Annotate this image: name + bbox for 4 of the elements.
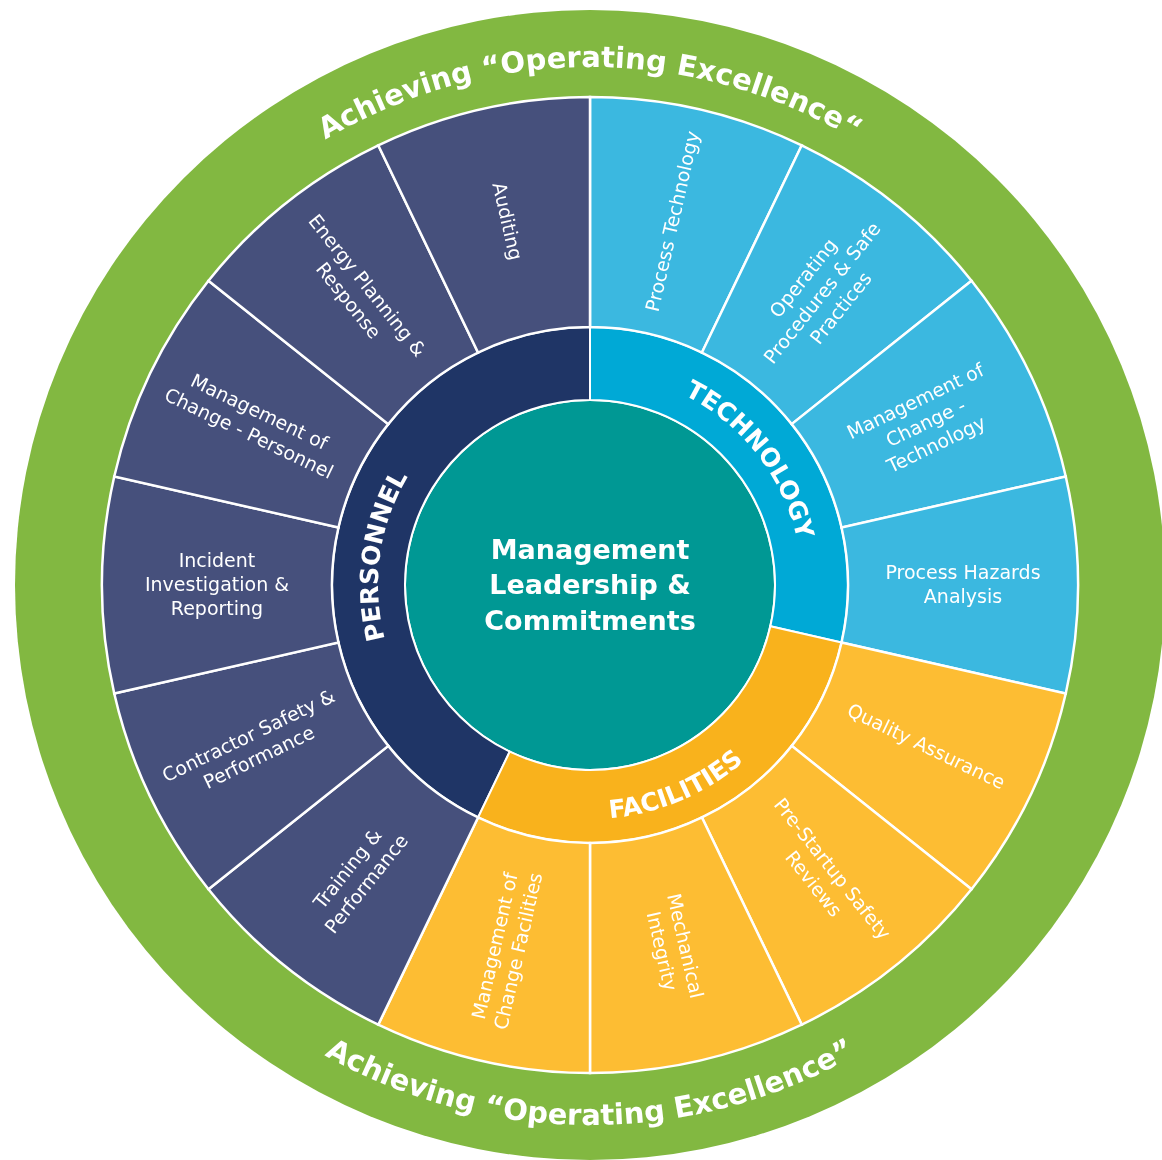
center-label: Management Leadership & Commitments: [483, 534, 696, 638]
segment-label: Auditing: [487, 180, 528, 263]
segment-label: Incident Investigation & Reporting: [143, 549, 291, 621]
segment-label: Process Hazards Analysis: [884, 561, 1042, 609]
